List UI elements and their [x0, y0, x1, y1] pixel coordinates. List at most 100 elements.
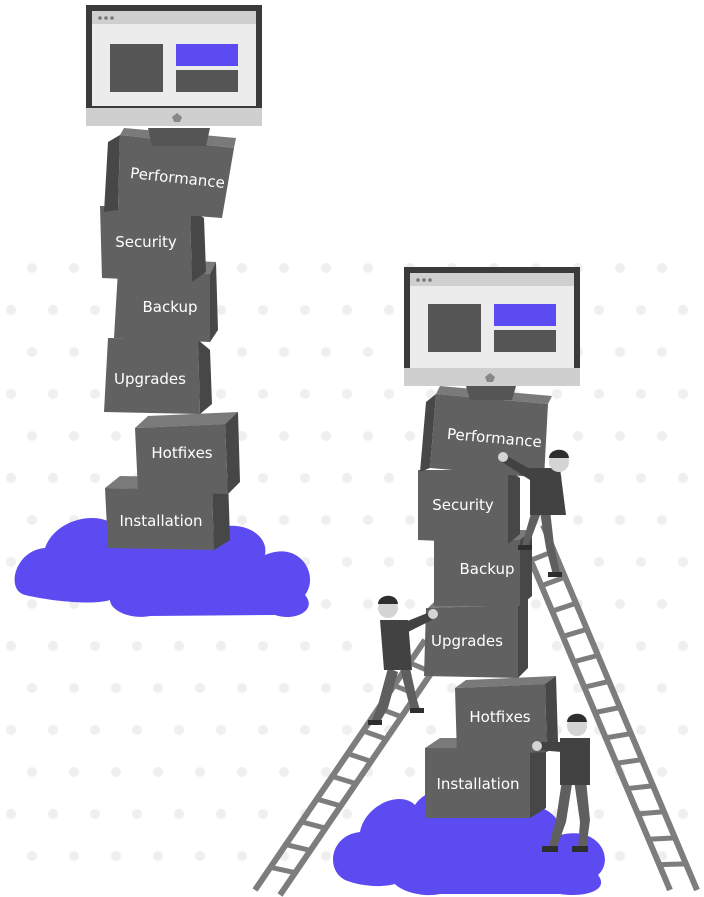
- background-dot: [342, 473, 352, 483]
- left-box-installation-label: Installation: [119, 512, 202, 530]
- background-dot: [90, 725, 100, 735]
- background-dot: [6, 473, 16, 483]
- background-dot: [279, 263, 289, 273]
- person-top-person-icon: [498, 449, 569, 577]
- person-left-person-icon: [368, 595, 438, 725]
- ladder-rung: [616, 757, 643, 766]
- background-dot: [363, 599, 373, 609]
- person-bottom-person-icon: [532, 713, 590, 852]
- background-dot: [300, 473, 310, 483]
- right-box-backup-label: Backup: [460, 560, 515, 578]
- background-dot: [237, 347, 247, 357]
- background-dot: [90, 305, 100, 315]
- left-box-upgrades-label: Upgrades: [114, 370, 186, 388]
- ladder-rung: [562, 626, 588, 639]
- background-dot: [657, 431, 667, 441]
- background-dot: [237, 851, 247, 861]
- background-dot: [132, 725, 142, 735]
- background-dot: [216, 641, 226, 651]
- background-dot: [636, 725, 646, 735]
- background-dot: [615, 599, 625, 609]
- background-dot: [69, 431, 79, 441]
- ladder-rung: [269, 864, 296, 876]
- background-dot: [69, 851, 79, 861]
- ladder-rung: [626, 783, 654, 792]
- background-dot: [342, 305, 352, 315]
- background-dot: [111, 431, 121, 441]
- background-dot: [6, 641, 16, 651]
- background-dot: [657, 515, 667, 525]
- background-dot: [237, 263, 247, 273]
- background-dot: [594, 389, 604, 399]
- ladder-rung: [572, 652, 599, 665]
- background-dot: [363, 431, 373, 441]
- background-dot: [321, 767, 331, 777]
- background-dot: [384, 305, 394, 315]
- right-box-stack: Installation Hotfixes Upgrades Backup: [418, 386, 558, 818]
- background-dot: [678, 809, 688, 819]
- left-box-backup-label: Backup: [143, 298, 198, 316]
- background-dot: [237, 515, 247, 525]
- background-dot: [300, 641, 310, 651]
- ladder-rung: [285, 842, 311, 853]
- background-dot: [321, 683, 331, 693]
- background-dot: [27, 599, 37, 609]
- background-dot: [279, 431, 289, 441]
- right-monitor-accent-panel: [494, 304, 556, 326]
- background-dot: [426, 557, 436, 567]
- right-ladder-ladder-icon: [517, 523, 700, 892]
- background-dot: [111, 683, 121, 693]
- background-dot: [363, 515, 373, 525]
- ladder-rung: [346, 751, 372, 764]
- background-dot: [363, 683, 373, 693]
- background-dot: [216, 725, 226, 735]
- left-box-upgrades: Upgrades: [104, 338, 212, 414]
- background-dot: [384, 389, 394, 399]
- background-dot: [258, 809, 268, 819]
- background-dot: [216, 389, 226, 399]
- background-dot: [279, 515, 289, 525]
- background-dot: [615, 347, 625, 357]
- background-dot: [27, 683, 37, 693]
- background-dot: [636, 389, 646, 399]
- background-dot: [342, 557, 352, 567]
- ladder-rung: [362, 728, 388, 742]
- ladder-rung: [540, 574, 566, 589]
- background-dot: [153, 851, 163, 861]
- ladder-rung: [583, 678, 610, 690]
- background-dot: [321, 347, 331, 357]
- background-dot: [615, 851, 625, 861]
- left-box-installation: Installation: [105, 476, 230, 550]
- background-dot: [678, 725, 688, 735]
- background-dot: [90, 641, 100, 651]
- background-dot: [321, 599, 331, 609]
- background-dot: [300, 725, 310, 735]
- left-box-hotfixes-label: Hotfixes: [151, 444, 212, 462]
- background-dot: [636, 305, 646, 315]
- background-dot: [48, 809, 58, 819]
- left-box-security-label: Security: [115, 233, 177, 251]
- background-dot: [552, 389, 562, 399]
- background-dot: [258, 389, 268, 399]
- left-monitor-accent-panel: [176, 44, 238, 66]
- background-dot: [174, 641, 184, 651]
- background-dot: [48, 641, 58, 651]
- background-dot: [573, 431, 583, 441]
- background-dot: [342, 725, 352, 735]
- background-dot: [6, 809, 16, 819]
- right-box-installation-label: Installation: [436, 775, 519, 793]
- background-dot: [300, 305, 310, 315]
- background-dot: [636, 557, 646, 567]
- background-dot: [174, 809, 184, 819]
- background-dot: [69, 347, 79, 357]
- right-box-hotfixes: Hotfixes: [455, 676, 558, 756]
- background-dot: [678, 473, 688, 483]
- background-dot: [594, 809, 604, 819]
- background-dot: [678, 389, 688, 399]
- background-dot: [153, 683, 163, 693]
- background-dot: [321, 851, 331, 861]
- background-dot: [132, 809, 142, 819]
- background-dot: [195, 851, 205, 861]
- left-cloud-icon: [14, 508, 311, 618]
